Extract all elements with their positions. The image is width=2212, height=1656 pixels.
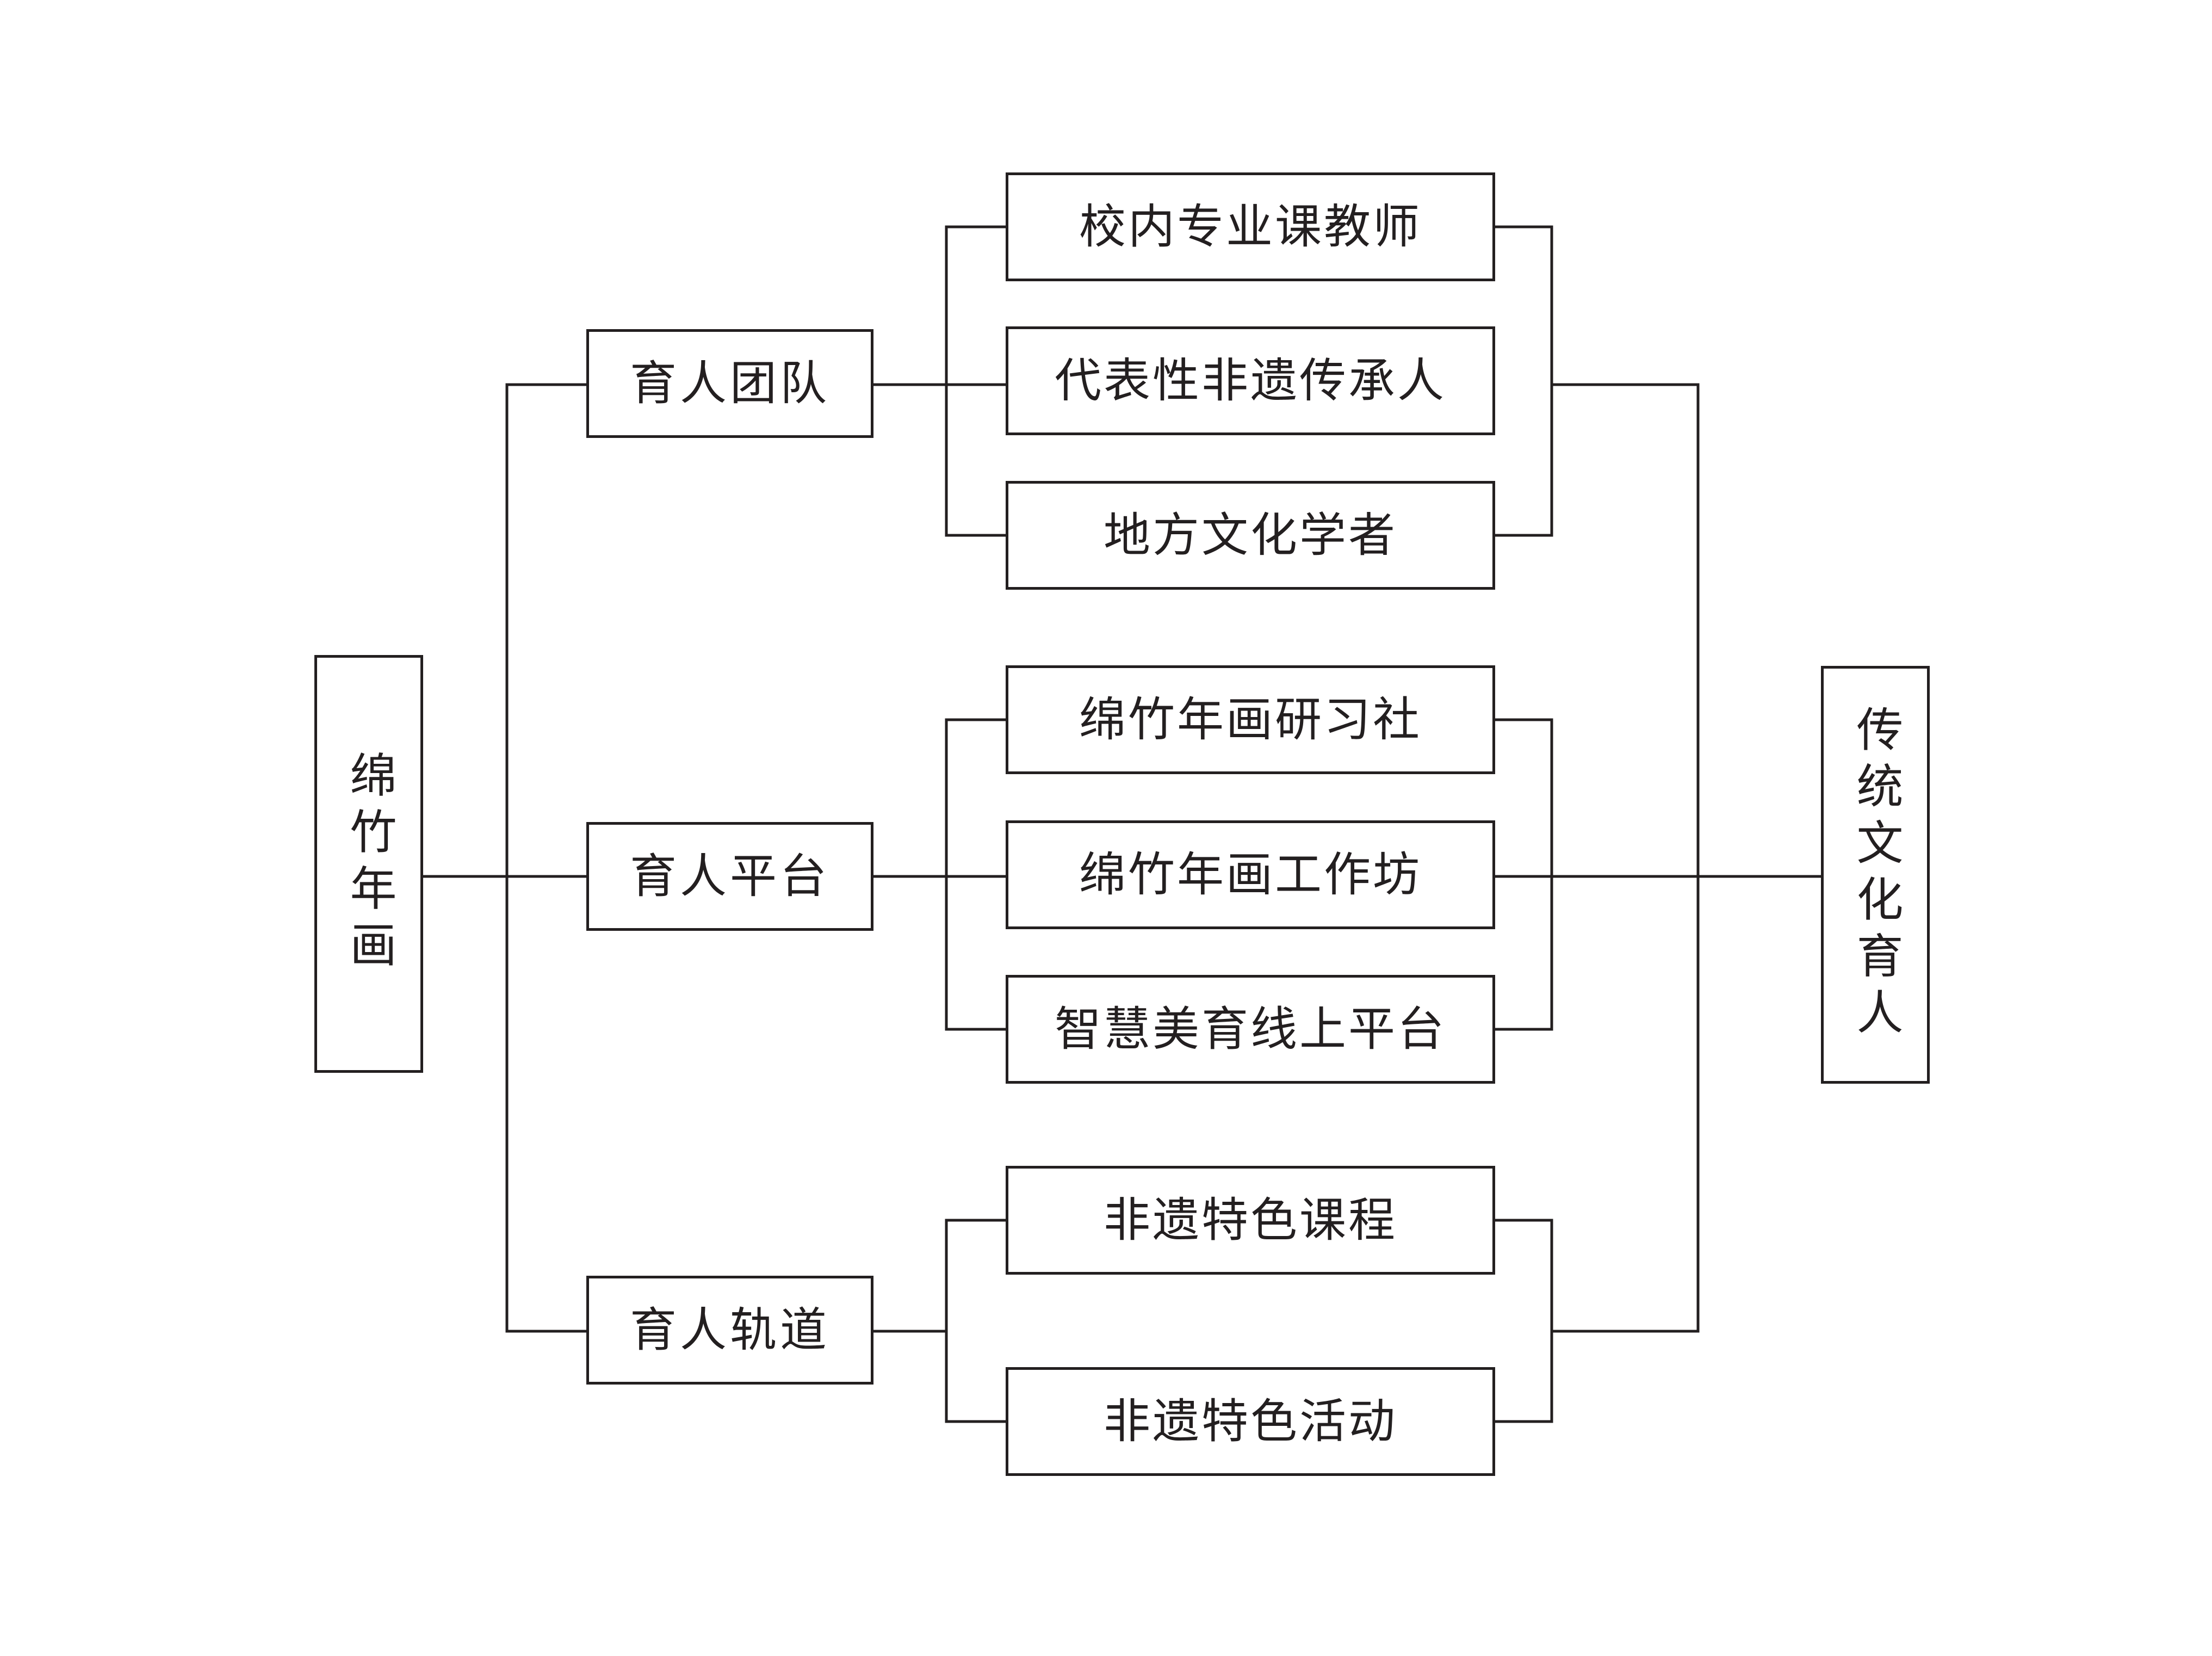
item-node: 校内专业课教师 bbox=[1006, 172, 1495, 281]
goal-node: 传统文化育人 bbox=[1821, 666, 1930, 1084]
root-node: 绵竹年画 bbox=[314, 655, 423, 1073]
category-node-track: 育人轨道 bbox=[586, 1276, 873, 1385]
item-label: 非遗特色课程 bbox=[1104, 1193, 1397, 1247]
item-label: 校内专业课教师 bbox=[1079, 200, 1422, 254]
goal-label: 传统文化育人 bbox=[1848, 705, 1903, 1045]
item-node: 绵竹年画研习社 bbox=[1006, 665, 1495, 774]
item-label: 智慧美育线上平台 bbox=[1055, 1002, 1446, 1056]
connector-track-items-merge bbox=[1494, 1219, 1700, 1423]
item-node: 绵竹年画工作坊 bbox=[1006, 820, 1495, 929]
category-label: 育人轨道 bbox=[630, 1303, 830, 1357]
item-label: 非遗特色活动 bbox=[1104, 1394, 1397, 1449]
item-node: 地方文化学者 bbox=[1006, 481, 1495, 590]
item-node: 代表性非遗传承人 bbox=[1006, 326, 1495, 435]
connector-platform-to-items bbox=[872, 718, 1007, 1031]
category-label: 育人平台 bbox=[630, 849, 830, 904]
item-label: 绵竹年画工作坊 bbox=[1079, 848, 1422, 902]
item-label: 绵竹年画研习社 bbox=[1079, 693, 1422, 747]
category-node-team: 育人团队 bbox=[586, 329, 873, 438]
item-label: 代表性非遗传承人 bbox=[1055, 354, 1446, 408]
connector-team-items-merge bbox=[1494, 225, 1700, 537]
item-label: 地方文化学者 bbox=[1104, 508, 1397, 563]
item-node: 非遗特色课程 bbox=[1006, 1166, 1495, 1275]
category-label: 育人团队 bbox=[630, 356, 830, 411]
category-node-platform: 育人平台 bbox=[586, 822, 873, 931]
root-label: 绵竹年画 bbox=[342, 751, 396, 977]
connector-track-to-items bbox=[872, 1219, 1007, 1423]
connector-platform-items-merge bbox=[1494, 718, 1823, 1031]
connector-root-to-categories bbox=[422, 383, 588, 1333]
item-node: 智慧美育线上平台 bbox=[1006, 975, 1495, 1084]
connector-team-to-items bbox=[872, 225, 1007, 537]
item-node: 非遗特色活动 bbox=[1006, 1367, 1495, 1476]
